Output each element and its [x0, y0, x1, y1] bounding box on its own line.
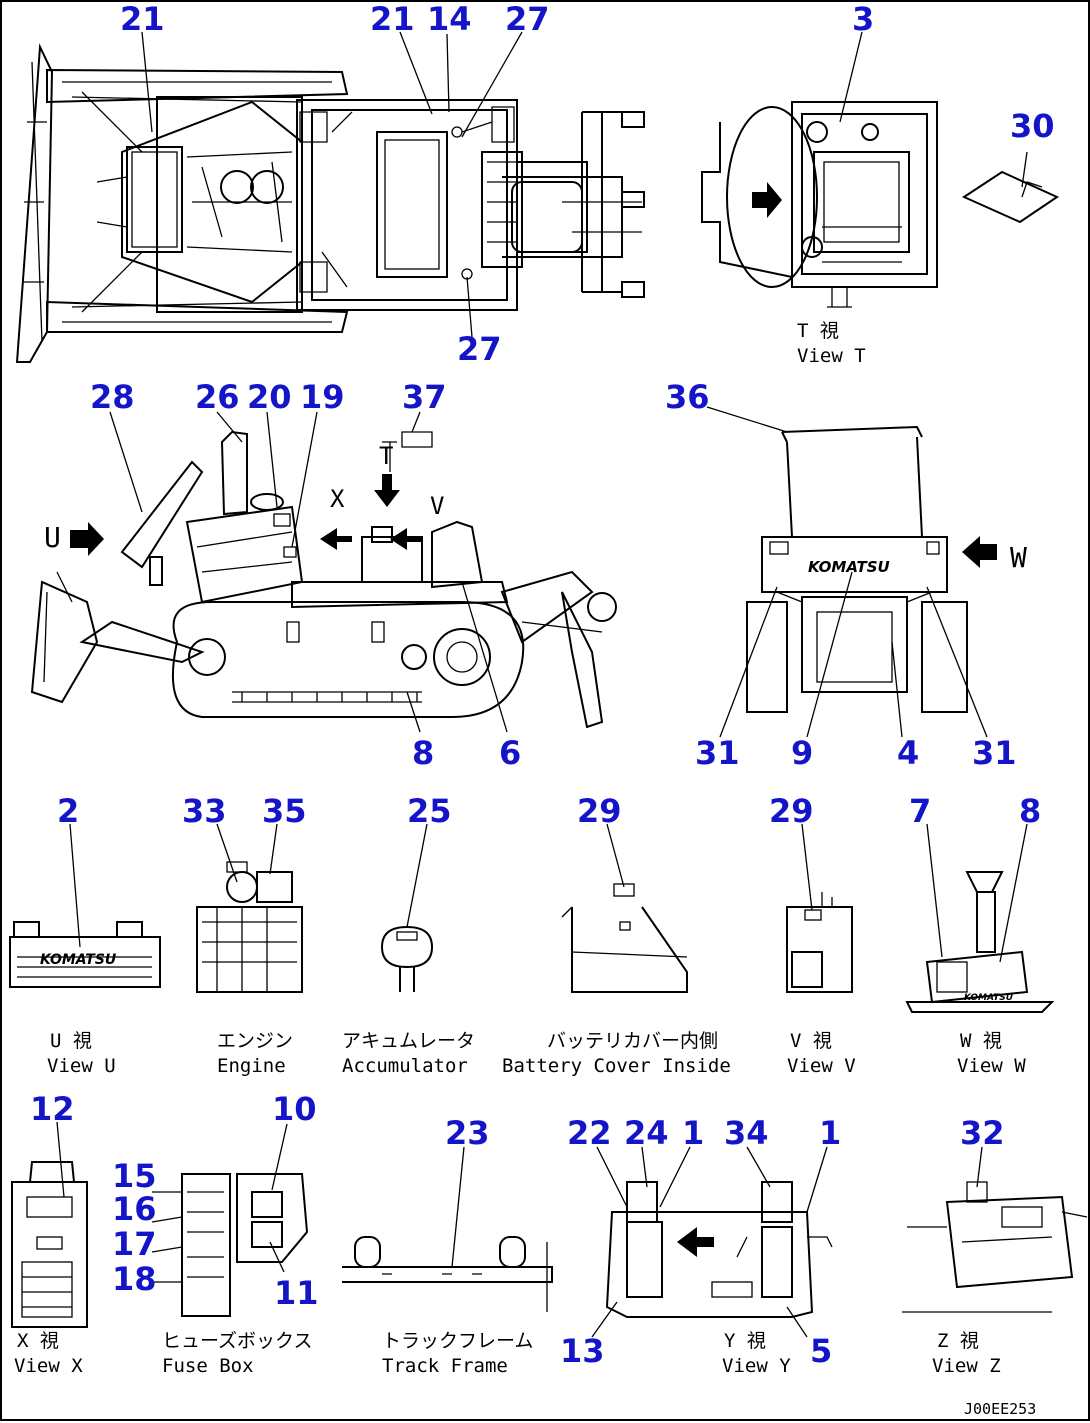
item-30-card	[961, 170, 1060, 224]
caption-view-z-jp: Z 視	[937, 1330, 979, 1352]
callout-16: 16	[112, 1190, 157, 1228]
callout-3: 3	[852, 2, 874, 38]
view-v-drawing	[786, 892, 853, 993]
battery-cover-drawing	[561, 883, 688, 993]
callout-37: 37	[402, 378, 447, 416]
caption-accumulator-jp: アキュムレータ	[342, 1030, 475, 1052]
side-view-drawing	[30, 430, 617, 729]
callout-6: 6	[499, 734, 521, 772]
callout-10: 10	[272, 1090, 317, 1128]
callout-17: 17	[112, 1225, 157, 1263]
view-letter-t: T	[379, 442, 393, 470]
engine-drawing	[196, 861, 303, 993]
view-letter-u: U	[44, 521, 61, 554]
view-u-drawing	[9, 921, 161, 988]
caption-view-x-en: View X	[14, 1355, 83, 1377]
caption-view-w-en: View W	[957, 1055, 1026, 1077]
callout-31: 31	[695, 734, 740, 772]
view-w-drawing	[905, 871, 1055, 1013]
callout-23: 23	[445, 1114, 490, 1152]
callout-5: 5	[810, 1332, 832, 1370]
caption-view-z-en: View Z	[932, 1355, 1001, 1377]
caption-track-frame-jp: トラックフレーム	[382, 1330, 533, 1352]
callout-7: 7	[909, 792, 931, 830]
callout-25: 25	[407, 792, 452, 830]
komatsu-logo-grille: KOMATSU	[40, 952, 117, 968]
callout-30: 30	[1010, 107, 1055, 145]
leader-lines	[56, 31, 1028, 1338]
callout-11: 11	[274, 1274, 319, 1312]
callout-4: 4	[897, 734, 919, 772]
callout-29: 29	[577, 792, 622, 830]
callout-28: 28	[90, 378, 135, 416]
callout-33: 33	[182, 792, 227, 830]
view-z-drawing	[902, 1181, 1088, 1313]
caption-view-u-en: View U	[47, 1055, 116, 1077]
view-x-drawing	[11, 1161, 88, 1328]
callout-21: 21	[120, 2, 165, 38]
callout-8: 8	[1019, 792, 1041, 830]
callout-18: 18	[112, 1260, 157, 1298]
callout-29: 29	[769, 792, 814, 830]
view-letter-x: X	[330, 485, 345, 513]
komatsu-logo-view-w: KOMATSU	[964, 993, 1014, 1003]
caption-view-v-jp: V 視	[790, 1030, 832, 1052]
callout-12: 12	[30, 1090, 75, 1128]
top-view-drawing	[15, 43, 645, 363]
callout-9: 9	[791, 734, 813, 772]
caption-accumulator-en: Accumulator	[342, 1055, 468, 1077]
caption-view-y-jp: Y 視	[724, 1330, 766, 1352]
caption-track-frame-en: Track Frame	[382, 1355, 508, 1377]
callout-27: 27	[457, 330, 502, 368]
callout-19: 19	[300, 378, 345, 416]
track-frame-drawing	[342, 1236, 553, 1312]
caption-view-v-en: View V	[787, 1055, 856, 1077]
callout-1: 1	[819, 1114, 841, 1152]
caption-fuse-box-en: Fuse Box	[162, 1355, 254, 1377]
callout-24: 24	[624, 1114, 669, 1152]
caption-view-t-jp: T 視	[797, 320, 839, 342]
callout-20: 20	[247, 378, 292, 416]
view-letter-w: W	[1010, 541, 1027, 574]
view-t-drawing	[701, 101, 938, 308]
callout-35: 35	[262, 792, 307, 830]
accumulator-drawing	[380, 925, 434, 992]
callout-32: 32	[960, 1114, 1005, 1152]
callout-26: 26	[195, 378, 240, 416]
caption-fuse-box-jp: ヒューズボックス	[162, 1330, 312, 1352]
caption-view-w-jp: W 視	[960, 1030, 1002, 1052]
view-letter-v: V	[430, 492, 444, 520]
callout-13: 13	[560, 1332, 605, 1370]
callout-21: 21	[370, 2, 415, 38]
view-y-drawing	[605, 1181, 833, 1318]
fuse-box-drawing	[181, 1173, 309, 1317]
callout-36: 36	[665, 378, 710, 416]
callout-22: 22	[567, 1114, 612, 1152]
drawing-code: J00EE253	[964, 1400, 1036, 1418]
callout-27: 27	[505, 2, 550, 38]
caption-view-y-en: View Y	[722, 1355, 791, 1377]
caption-engine-en: Engine	[217, 1055, 286, 1077]
caption-battery-en: Battery Cover Inside	[502, 1055, 731, 1077]
callout-8: 8	[412, 734, 434, 772]
callout-2: 2	[57, 792, 79, 830]
caption-view-x-jp: X 視	[17, 1330, 59, 1352]
caption-view-u-jp: U 視	[50, 1030, 92, 1052]
caption-battery-jp: バッテリカバー内側	[547, 1030, 718, 1052]
callout-15: 15	[112, 1157, 157, 1195]
callout-14: 14	[427, 2, 472, 38]
callout-31: 31	[972, 734, 1017, 772]
caption-engine-jp: エンジン	[217, 1030, 293, 1052]
callout-1: 1	[682, 1114, 704, 1152]
komatsu-logo-rear: KOMATSU	[808, 558, 890, 576]
callout-34: 34	[724, 1114, 769, 1152]
caption-view-t-en: View T	[797, 345, 866, 367]
